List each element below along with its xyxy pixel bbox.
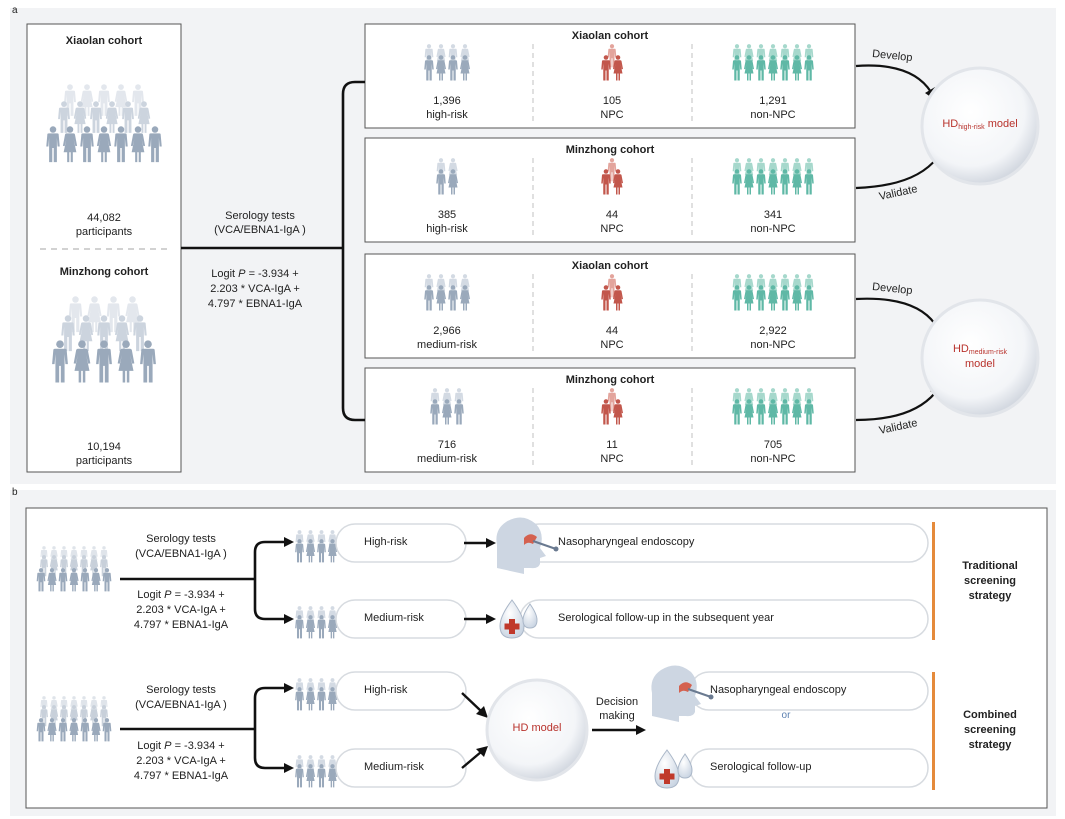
traditional-strategy-line2: screening xyxy=(964,575,1016,587)
cohort-box-title: Xiaolan cohort xyxy=(571,30,649,42)
group-label: non-NPC xyxy=(750,223,796,235)
b1-serology-line1: Serology tests xyxy=(146,533,216,545)
b1-serology-line2: (VCA/EBNA1-IgA ) xyxy=(135,548,227,560)
group-label: NPC xyxy=(600,453,624,465)
group-count: 385 xyxy=(437,209,457,221)
left-xiaolan-unit: participants xyxy=(75,226,133,238)
group-count: 1,396 xyxy=(433,95,461,107)
comb-followup-label: Serological follow-up xyxy=(710,761,812,773)
trad-high-risk-label: High-risk xyxy=(364,536,408,548)
group-count: 11 xyxy=(606,439,618,451)
endoscopy-icon-1 xyxy=(496,517,559,574)
hd-model-label: HD model xyxy=(512,722,562,734)
group-count: 2,922 xyxy=(759,325,787,337)
b1-logit-vca: 2.203 * VCA-IgA + xyxy=(136,604,226,616)
hd-medium-risk-model-label: HDmedium-risk xyxy=(952,343,1008,356)
blood-drop-icon-1 xyxy=(499,599,538,639)
left-minzhong-title: Minzhong cohort xyxy=(59,266,149,278)
cohort-box-title: Minzhong cohort xyxy=(565,144,655,156)
group-count: 44 xyxy=(605,209,619,221)
trad-endoscopy-label: Nasopharyngeal endoscopy xyxy=(558,536,695,548)
group-label: non-NPC xyxy=(750,339,796,351)
group-label: high-risk xyxy=(426,223,468,235)
group-count: 705 xyxy=(763,439,783,451)
a-logit-ebna: 4.797 * EBNA1-IgA xyxy=(207,298,303,310)
group-label: medium-risk xyxy=(417,453,477,465)
combined-strategy-line2: screening xyxy=(964,724,1016,736)
comb-or-label: or xyxy=(781,710,791,721)
a-logit-vca: 2.203 * VCA-IgA + xyxy=(210,283,300,295)
traditional-strategy-line1: Traditional xyxy=(962,560,1018,572)
b2-serology-line1: Serology tests xyxy=(146,684,216,696)
group-count: 341 xyxy=(763,209,783,221)
group-count: 44 xyxy=(605,325,619,337)
blood-drop-icon-2 xyxy=(654,749,693,789)
group-label: non-NPC xyxy=(750,453,796,465)
b2-logit-line: Logit P = -3.934 + xyxy=(137,740,225,752)
decision-line1: Decision xyxy=(595,696,639,708)
group-label: non-NPC xyxy=(750,109,796,121)
trad-followup-label: Serological follow-up in the subsequent … xyxy=(558,612,774,624)
endoscopy-icon-2 xyxy=(651,665,714,722)
left-minzhong-unit: participants xyxy=(75,455,133,467)
group-label: high-risk xyxy=(426,109,468,121)
a-serology-line2: (VCA/EBNA1-IgA ) xyxy=(214,224,306,236)
a-serology-line1: Serology tests xyxy=(225,210,295,222)
group-count: 2,966 xyxy=(433,325,461,337)
hd-medium-risk-model-word: model xyxy=(965,358,995,370)
group-count: 716 xyxy=(437,439,457,451)
group-label: NPC xyxy=(600,109,624,121)
b2-logit-vca: 2.203 * VCA-IgA + xyxy=(136,755,226,767)
combined-strategy-line1: Combined xyxy=(963,709,1017,721)
left-xiaolan-title: Xiaolan cohort xyxy=(65,35,143,47)
hd-high-risk-model-label: HDhigh-risk model xyxy=(942,118,1018,131)
group-label: NPC xyxy=(600,339,624,351)
a-logit-line: Logit P = -3.934 + xyxy=(211,268,299,280)
left-xiaolan-count: 44,082 xyxy=(87,212,121,224)
decision-line2: making xyxy=(599,710,635,722)
comb-endoscopy-label: Nasopharyngeal endoscopy xyxy=(710,684,847,696)
comb-high-risk-label: High-risk xyxy=(364,684,408,696)
cohort-box-title: Minzhong cohort xyxy=(565,374,655,386)
left-minzhong-count: 10,194 xyxy=(87,441,121,453)
b2-serology-line2: (VCA/EBNA1-IgA ) xyxy=(135,699,227,711)
b1-logit-line: Logit P = -3.934 + xyxy=(137,589,225,601)
traditional-strategy-line3: strategy xyxy=(968,590,1012,602)
combined-strategy-line3: strategy xyxy=(968,739,1012,751)
cohort-box-title: Xiaolan cohort xyxy=(571,260,649,272)
group-count: 1,291 xyxy=(759,95,787,107)
group-label: NPC xyxy=(600,223,624,235)
panel-a-label: a xyxy=(12,5,18,16)
b1-logit-ebna: 4.797 * EBNA1-IgA xyxy=(133,619,229,631)
group-count: 105 xyxy=(602,95,622,107)
panel-b-label: b xyxy=(12,487,18,498)
comb-medium-risk-label: Medium-risk xyxy=(364,761,424,773)
trad-medium-risk-label: Medium-risk xyxy=(364,612,424,624)
b2-logit-ebna: 4.797 * EBNA1-IgA xyxy=(133,770,229,782)
group-label: medium-risk xyxy=(417,339,477,351)
